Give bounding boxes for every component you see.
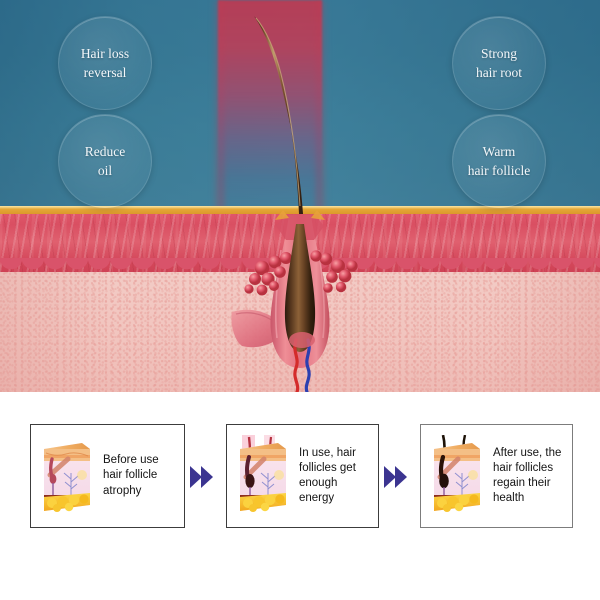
sebaceous-gland-left — [244, 252, 292, 296]
step-card-text: After use, the hair follicles regain the… — [493, 446, 562, 505]
bubble-line-2: oil — [97, 163, 113, 178]
hero-illustration-panel: Hair loss reversal Reduce oil Strong hai… — [0, 0, 600, 392]
skin-block-atrophied-follicle-icon — [38, 435, 96, 517]
step-card-text: Before use hair follicle atrophy — [103, 454, 159, 497]
bubble-line-1: Strong — [480, 45, 517, 61]
bubble-line-1: Reduce — [84, 143, 126, 159]
step-card-in-use[interactable]: In use, hair follicles get enough energy — [226, 424, 379, 528]
step-card-before-use[interactable]: Before use hair follicle atrophy — [30, 424, 185, 528]
benefit-bubble-reduce-oil[interactable]: Reduce oil — [58, 114, 152, 208]
benefit-bubble-hair-loss-reversal[interactable]: Hair loss reversal — [58, 16, 152, 110]
bubble-line-2: hair follicle — [467, 163, 531, 178]
step-arrow-1-double-chevron-right-icon — [188, 464, 216, 490]
hair-shaft — [254, 16, 303, 214]
bubble-line-1: Hair loss — [80, 45, 130, 61]
usage-steps-strip: Before use hair follicle atrophy — [0, 408, 600, 558]
benefit-bubble-warm-hair-follicle[interactable]: Warm hair follicle — [452, 114, 546, 208]
step-card-text: In use, hair follicles get enough energy — [299, 446, 356, 505]
hair-root-bulb — [284, 224, 316, 352]
blood-vessels — [293, 338, 311, 392]
bubble-line-2: hair root — [475, 65, 523, 80]
benefit-bubble-strong-hair-root[interactable]: Strong hair root — [452, 16, 546, 110]
red-light-beam — [218, 0, 322, 212]
hair-follicle-diagram — [231, 16, 358, 392]
sebaceous-gland-right — [310, 250, 358, 293]
skin-block-light-therapy-icon — [234, 435, 292, 517]
skin-block-healthy-follicles-icon — [428, 434, 486, 517]
bubble-line-2: reversal — [83, 65, 127, 80]
bubble-line-1: Warm — [482, 143, 516, 159]
step-arrow-2-double-chevron-right-icon — [382, 464, 410, 490]
dermal-papilla — [289, 332, 315, 348]
step-card-after-use[interactable]: After use, the hair follicles regain the… — [420, 424, 573, 528]
